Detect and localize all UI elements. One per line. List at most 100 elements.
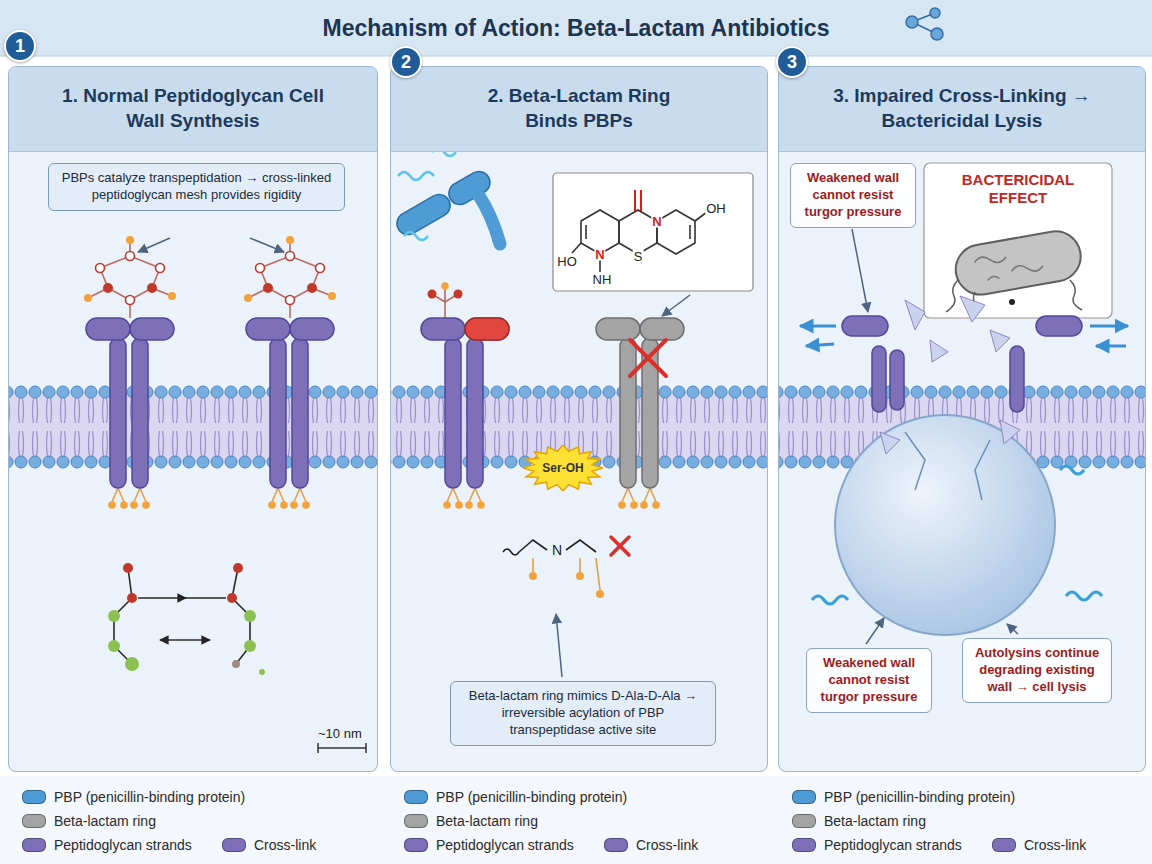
art-g xyxy=(635,190,641,211)
legend-entry: Peptidoglycan strands xyxy=(404,837,574,853)
panel-header: 3. Impaired Cross-Linking → Bactericidal… xyxy=(779,67,1145,152)
art-use xyxy=(84,236,176,318)
art-rect xyxy=(1036,316,1082,336)
art-path xyxy=(1060,466,1084,474)
art-path xyxy=(556,614,562,677)
art-use xyxy=(596,318,684,509)
art-g xyxy=(318,743,366,753)
legend-swatch xyxy=(404,814,428,828)
step-panel: 1. Normal Peptidoglycan Cell Wall Synthe… xyxy=(8,66,378,772)
legend-text: PBP (penicillin-binding protein) xyxy=(436,789,627,805)
art-line xyxy=(532,558,534,572)
diagram-title: Mechanism of Action: Beta-Lactam Antibio… xyxy=(0,14,1152,42)
art-path xyxy=(519,540,547,552)
art-rect xyxy=(9,385,377,469)
node-text: 2 xyxy=(401,52,411,73)
art-path xyxy=(905,432,925,490)
node-text: Weakened wall cannot resist turgor press… xyxy=(797,170,909,221)
art-g xyxy=(533,558,600,590)
structure-box: HONNHNSOH xyxy=(553,173,753,291)
node-text: PBPs catalyze transpeptidation → cross-l… xyxy=(58,170,335,204)
art-path xyxy=(1090,325,1128,328)
art-path xyxy=(806,344,834,346)
legend-entry: Beta-lactam ring xyxy=(792,813,926,829)
art-circle xyxy=(244,610,256,622)
art-rect xyxy=(1010,346,1024,412)
art-polygon xyxy=(880,432,900,454)
legend-swatch xyxy=(22,790,46,804)
art-rect xyxy=(924,163,1112,318)
art-polygon xyxy=(960,296,985,322)
callout-box: PBPs catalyze transpeptidation → cross-l… xyxy=(48,163,345,211)
art-use xyxy=(421,318,509,509)
art-rect xyxy=(393,190,454,238)
legend-swatch xyxy=(792,814,816,828)
node-text: Autolysins continue degrading existing w… xyxy=(969,645,1105,696)
art-path xyxy=(250,238,284,252)
art-line xyxy=(596,558,600,590)
art-line xyxy=(689,225,691,239)
node-text: 1 xyxy=(15,36,25,57)
legend-entry: PBP (penicillin-binding protein) xyxy=(792,789,1015,805)
legend-swatch xyxy=(404,790,428,804)
art-circle xyxy=(529,572,537,580)
legend-swatch xyxy=(222,838,246,852)
art-circle xyxy=(259,669,265,675)
node-text: 3 xyxy=(787,52,797,73)
art-rect xyxy=(778,66,1146,772)
node-text: Weakened wall cannot resist turgor press… xyxy=(813,655,925,706)
legend-text: Peptidoglycan strands xyxy=(436,837,574,853)
art-path xyxy=(398,172,434,180)
art-g xyxy=(503,540,596,555)
art-path xyxy=(138,238,170,252)
art-path xyxy=(160,639,210,641)
step-panel: 2. Beta-Lactam Ring Binds PBPsHONNHNSOHS… xyxy=(390,66,768,772)
art-g xyxy=(880,296,1020,454)
panel-header: 2. Beta-Lactam Ring Binds PBPs xyxy=(391,67,767,152)
legend-swatch xyxy=(992,838,1016,852)
art-g xyxy=(114,568,250,664)
art-circle xyxy=(108,640,120,652)
art-circle xyxy=(244,640,256,652)
art-rect xyxy=(872,346,886,412)
legend-entry: PBP (penicillin-binding protein) xyxy=(404,789,627,805)
art-use xyxy=(246,318,334,509)
legend-text: Beta-lactam ring xyxy=(824,813,926,829)
art-rect xyxy=(952,227,1085,298)
art-path xyxy=(974,247,1044,282)
art-rect xyxy=(842,316,888,336)
burst-shape xyxy=(523,445,603,491)
art-path xyxy=(1070,280,1082,310)
art-path xyxy=(812,596,848,604)
legend-swatch xyxy=(604,838,628,852)
art-path xyxy=(184,597,226,599)
legend-text: Peptidoglycan strands xyxy=(824,837,962,853)
art-path xyxy=(800,325,836,328)
art-g xyxy=(905,432,990,500)
art-rect xyxy=(8,66,378,772)
art-polygon xyxy=(930,340,948,362)
art-line xyxy=(630,340,666,376)
art-path xyxy=(138,597,186,599)
art-g xyxy=(812,466,1102,604)
art-line xyxy=(318,747,366,749)
node-text: BACTERICIDAL EFFECT xyxy=(943,171,1093,207)
legend-swatch xyxy=(22,814,46,828)
art-g xyxy=(952,227,1085,298)
art-rect xyxy=(0,0,1152,56)
atom-label: HO xyxy=(556,255,578,268)
legend-entry: Cross-link xyxy=(604,837,698,853)
art-polygon xyxy=(990,330,1010,352)
art-rect xyxy=(390,66,768,772)
art-rect xyxy=(0,776,1152,864)
art-path xyxy=(566,540,596,552)
art-line xyxy=(585,225,587,239)
art-circle xyxy=(596,590,604,598)
art-circle xyxy=(931,28,943,40)
art-path xyxy=(404,232,428,240)
step-panel: 3. Impaired Cross-Linking → Bactericidal… xyxy=(778,66,1146,772)
art-line xyxy=(365,743,367,753)
legend-entry: Cross-link xyxy=(992,837,1086,853)
legend-text: Cross-link xyxy=(1024,837,1086,853)
effect-note: Weakened wall cannot resist turgor press… xyxy=(790,163,916,228)
